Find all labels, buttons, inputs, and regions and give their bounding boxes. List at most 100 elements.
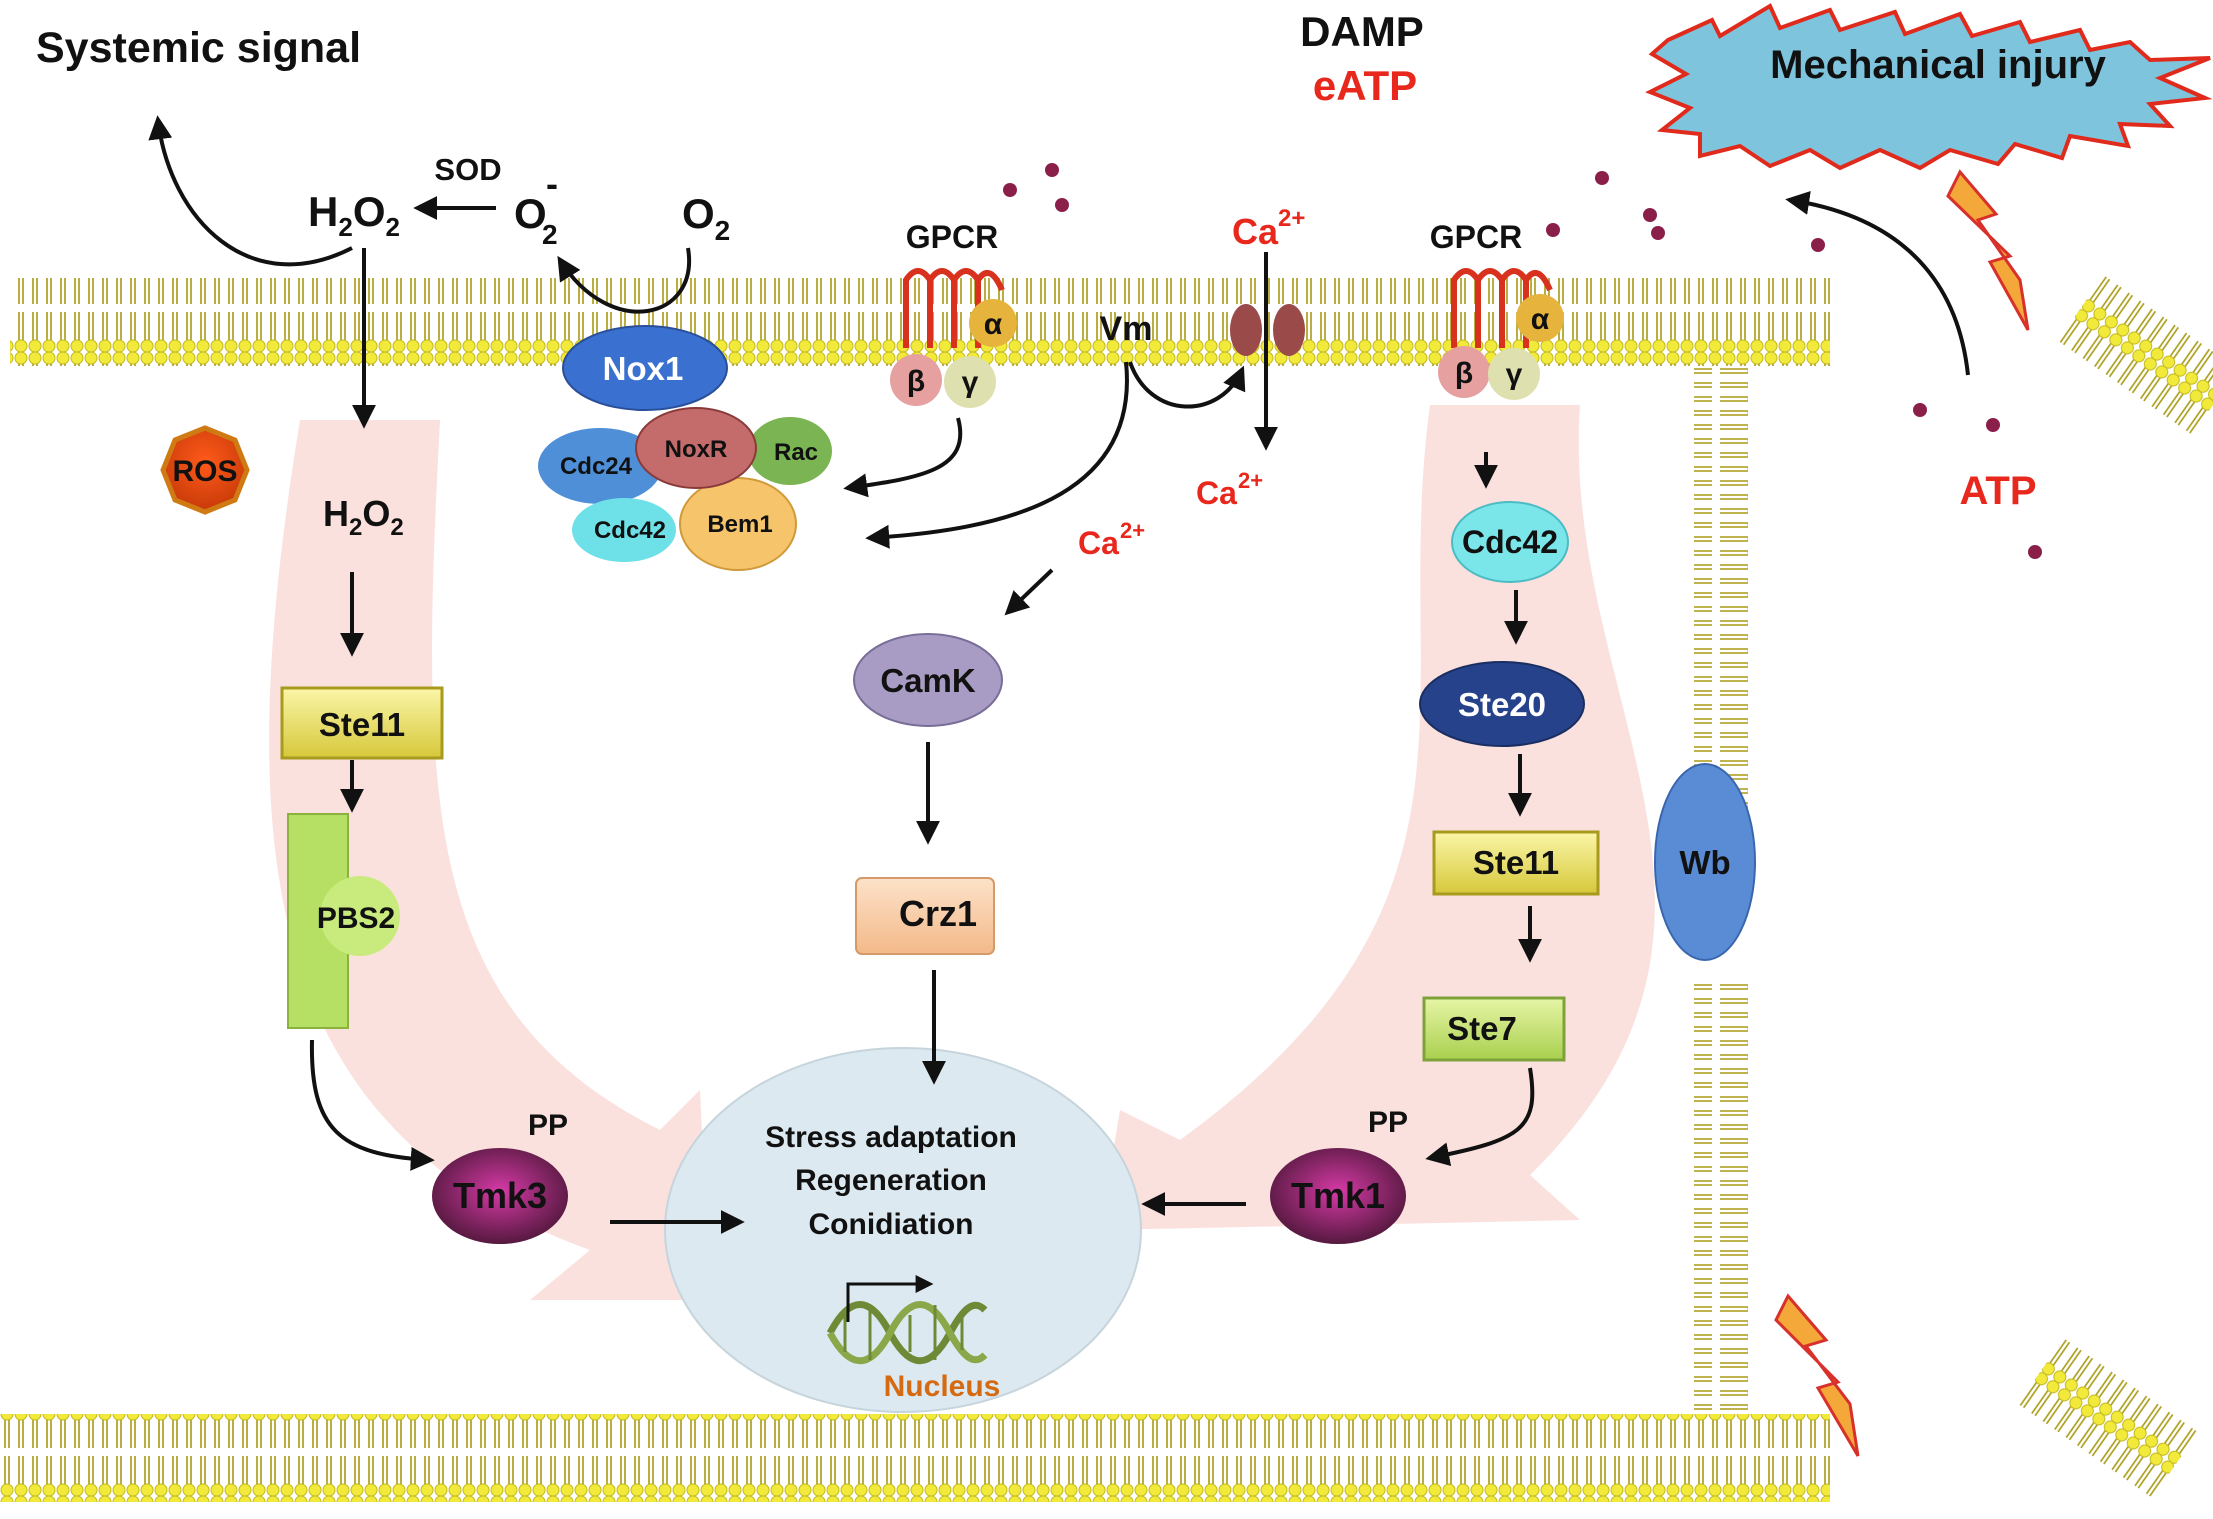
gpcr-right-gamma-label: γ [1506, 358, 1523, 391]
vm-to-channel-arrow [1128, 361, 1246, 409]
tmk3-label: Tmk3 [453, 1175, 547, 1216]
mechanical-injury-burst [1645, 3, 2213, 171]
pbs2-knob [320, 876, 400, 956]
transcription-start-arrow [846, 1275, 934, 1322]
sod-label: SOD [434, 152, 501, 187]
vm-label: Vm [1100, 310, 1153, 348]
h2o2-intracellular: H2O2 [323, 493, 404, 541]
nox1-label: Nox1 [603, 350, 684, 387]
gpcr-left-gamma-label: γ [962, 366, 979, 399]
gpcr-right-alpha-label: α [1531, 303, 1550, 336]
cdc24-node [538, 428, 662, 504]
gpcr-left-gamma [944, 356, 996, 408]
camk-label: CamK [880, 662, 976, 699]
ste11-mapk-box [1432, 830, 1600, 896]
calcium-extracellular: Ca 2+ [1232, 205, 1305, 252]
cdc42-mapk-label: Cdc42 [1462, 524, 1558, 560]
gpcr-left-alpha [969, 299, 1017, 347]
ste7-box [1422, 996, 1566, 1062]
rac-label: Rac [774, 439, 818, 466]
calcium-channel-left [1230, 304, 1262, 356]
nucleus-label: Nucleus [884, 1370, 1001, 1403]
ste7-to-tmk1-arrow [1425, 1067, 1535, 1167]
cdc42-nox-label: Cdc42 [594, 517, 666, 544]
gpcr-left-alpha-label: α [984, 308, 1003, 341]
camk-node [853, 633, 1003, 727]
septum-membrane-lower [1694, 976, 1748, 1416]
atp-label: ATP [1959, 469, 2036, 513]
pbs2-label: PBS2 [317, 902, 395, 935]
ste11-mapk-label: Ste11 [1473, 844, 1559, 881]
membrane-fragment-upper [2055, 271, 2213, 439]
tmk1-node [1270, 1148, 1406, 1244]
noxr-label: NoxR [665, 436, 728, 463]
gpcr-right-beta [1438, 346, 1490, 398]
superoxide: O 2 - [514, 163, 558, 250]
calcium-to-camk-arrow [1004, 568, 1054, 616]
outcome-conidiation: Conidiation [809, 1208, 974, 1241]
crz1-label: Crz1 [899, 893, 977, 934]
svg-text:H2O2: H2O2 [323, 493, 404, 541]
noxr-node [635, 407, 757, 489]
mechanical-injury-label: Mechanical injury [1770, 43, 2106, 87]
cdc42-nox-node [572, 498, 676, 562]
ros-badge [160, 425, 250, 515]
vm-to-nox-arrow [865, 361, 1129, 549]
ste20-node [1419, 661, 1585, 747]
ste20-label: Ste20 [1458, 686, 1546, 723]
eatp-molecules [1003, 163, 2042, 559]
systemic-signal-arrow [148, 115, 353, 267]
cdc42-mapk-node [1451, 501, 1569, 583]
nox-oxygen-arrow [557, 247, 692, 314]
tmk3-node [432, 1148, 568, 1244]
svg-text:2+: 2+ [1120, 518, 1145, 543]
gpcr-right-label: GPCR [1430, 219, 1522, 255]
oxygen: O2 [682, 190, 730, 246]
ste11-ros-box [280, 686, 444, 760]
plasma-membrane-bottom [0, 1414, 1830, 1502]
svg-text:O2: O2 [682, 190, 730, 246]
svg-text:O: O [514, 190, 547, 237]
membrane-fragment-lower [2015, 1334, 2201, 1502]
calcium-cytosol-lower: Ca 2+ [1078, 518, 1145, 561]
pbs2-to-tmk3-arrow [309, 1039, 435, 1171]
cdc24-label: Cdc24 [560, 453, 633, 480]
page-title: Systemic signal [36, 24, 361, 72]
woronin-body [1654, 763, 1756, 961]
bem1-node [679, 477, 797, 571]
tmk1-label: Tmk1 [1291, 1175, 1385, 1216]
ste11-ros-label: Ste11 [319, 706, 405, 743]
outcome-stress-adaptation: Stress adaptation [765, 1121, 1017, 1154]
gpcr-right-beta-label: β [1455, 357, 1473, 390]
damp-label: DAMP [1300, 8, 1424, 55]
svg-text:Ca: Ca [1196, 475, 1237, 511]
svg-text:-: - [546, 163, 558, 204]
rac-node [748, 417, 832, 485]
gpcr-left-receptor [903, 268, 1005, 348]
eatp-label: eATP [1313, 62, 1417, 109]
woronin-body-label: Wb [1679, 844, 1730, 881]
gpcr-left-to-nox-arrow [843, 417, 963, 498]
svg-text:2+: 2+ [1238, 468, 1263, 493]
dna-helix-icon [826, 1301, 988, 1365]
bem1-label: Bem1 [707, 511, 772, 538]
lightning-icon-lower [1774, 1293, 1860, 1457]
gpcr-right-receptor [1451, 268, 1553, 348]
gpcr-right-alpha [1516, 294, 1564, 342]
svg-text:2+: 2+ [1278, 205, 1305, 232]
svg-text:2: 2 [542, 219, 558, 250]
crz1-box [855, 877, 995, 955]
calcium-cytosol-upper: Ca 2+ [1196, 468, 1263, 511]
gpcr-left-label: GPCR [906, 219, 998, 255]
outcome-regeneration: Regeneration [795, 1164, 987, 1197]
ros-label: ROS [172, 455, 237, 488]
svg-text:Ca: Ca [1232, 211, 1279, 252]
calcium-channel-right [1273, 304, 1305, 356]
svg-text:Ca: Ca [1078, 525, 1119, 561]
nucleus [664, 1047, 1142, 1413]
gpcr-left-beta-label: β [907, 365, 925, 398]
gpcr-left-beta [890, 354, 942, 406]
lightning-icon-upper [1946, 169, 2030, 331]
atp-release-arrow [1785, 191, 1970, 376]
